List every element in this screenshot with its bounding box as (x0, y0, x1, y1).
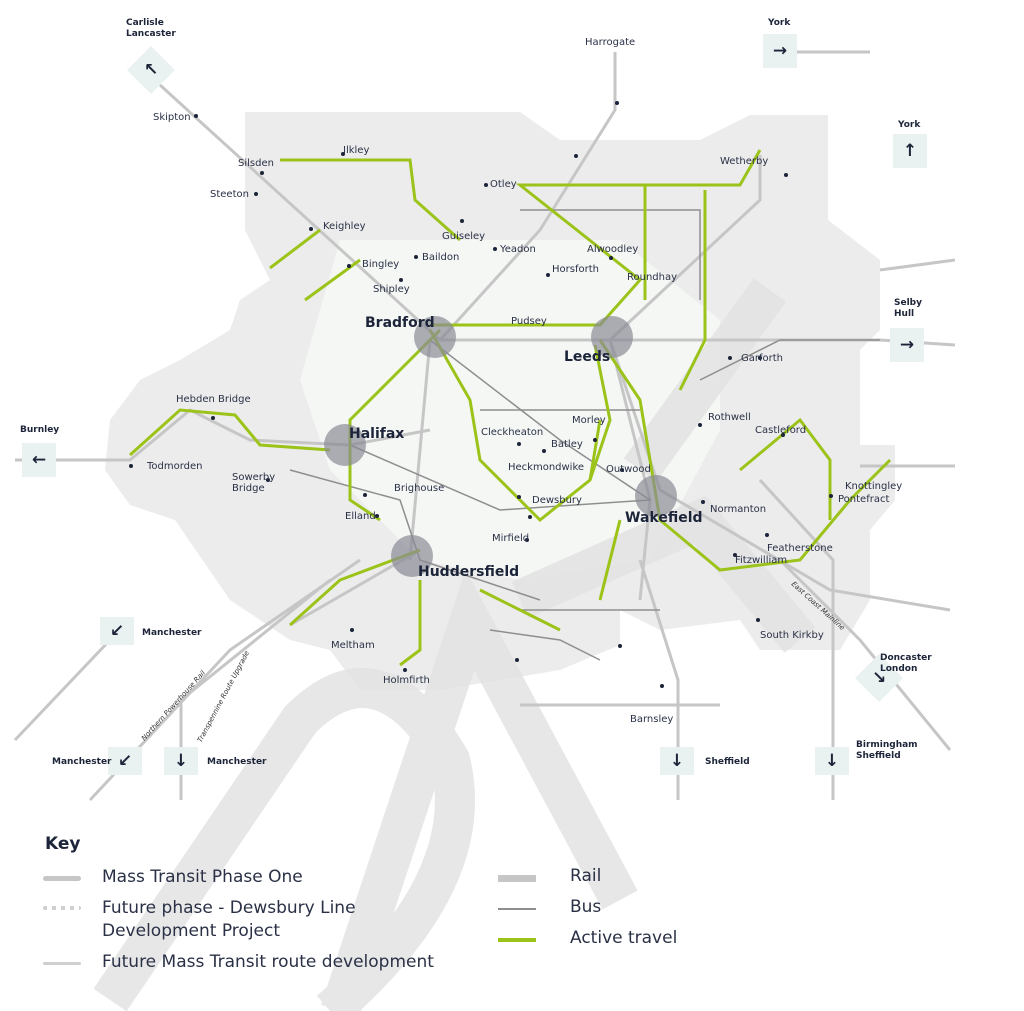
place-label: Featherstone (767, 543, 833, 554)
place-label: Horsforth (552, 264, 599, 275)
place-label: Garforth (741, 353, 783, 364)
place-label: Holmfirth (383, 675, 430, 686)
direction-label: York (898, 120, 921, 130)
place-label: Elland (345, 511, 376, 522)
key-item: Mass Transit Phase One (102, 867, 303, 887)
direction-label: York (768, 18, 791, 28)
place-label: Roundhay (627, 272, 678, 283)
arrow-down-icon: ↓ (815, 747, 849, 775)
place-label: Guiseley (442, 231, 486, 242)
place-label: Steeton (210, 189, 249, 200)
place-label: Alwoodley (587, 244, 639, 255)
place-label: Keighley (323, 221, 366, 232)
arrow-down-icon: ↓ (164, 747, 198, 775)
arrow-down-icon: ↓ (660, 747, 694, 775)
hub-label-bradford: Bradford (365, 315, 435, 331)
key-swatch-future (43, 962, 81, 965)
direction-label: Manchester (142, 628, 202, 638)
arrow-right-icon: → (763, 34, 797, 68)
key-swatch-dewsbury (43, 906, 81, 910)
direction-label: Burnley (20, 425, 60, 435)
place-label: Otley (490, 179, 517, 190)
hub-markers (324, 316, 677, 577)
key-swatch-phase-one (43, 876, 81, 881)
place-label: Knottingley (845, 481, 903, 492)
key-swatch-rail (498, 875, 536, 882)
hub-label-halifax: Halifax (349, 426, 405, 442)
place-label: Todmorden (147, 461, 203, 472)
hub-label-huddersfield: Huddersfield (418, 564, 520, 580)
place-label: Hebden Bridge (176, 394, 251, 405)
direction-label: Manchester (207, 757, 267, 767)
arrow-left-icon: ← (22, 443, 56, 477)
place-label: Heckmondwike (508, 462, 585, 473)
key-item: Future phase - Dewsbury Line Development… (102, 898, 356, 941)
direction-label: Sheffield (705, 757, 750, 767)
key-item: Active travel (570, 928, 678, 948)
place-label: Baildon (422, 252, 460, 263)
place-label: Barnsley (630, 714, 674, 725)
place-label: Pontefract (838, 494, 890, 505)
place-label: Morley (572, 415, 606, 426)
key-item: Future Mass Transit route development (102, 952, 434, 972)
place-label: Sowerby Bridge (232, 472, 276, 494)
key-item: Rail (570, 866, 602, 886)
place-label: Shipley (373, 284, 410, 295)
arrow-down-left-icon: ↙ (108, 747, 142, 775)
arrow-down-left-icon: ↙ (100, 617, 134, 645)
key-swatch-bus (498, 908, 536, 910)
arrow-up-icon: ↑ (893, 134, 927, 168)
direction-label: Carlisle Lancaster (126, 18, 176, 39)
station-dots (129, 101, 833, 688)
hub-label-wakefield: Wakefield (625, 510, 703, 526)
direction-label: Doncaster London (880, 653, 932, 674)
place-label: Yeadon (500, 244, 536, 255)
place-label: Harrogate (585, 37, 636, 48)
place-label: Brighouse (394, 483, 445, 494)
place-label: Meltham (331, 640, 375, 651)
key-item: Bus (570, 897, 602, 917)
direction-label: Birmingham Sheffield (856, 740, 918, 761)
key-title: Key (45, 834, 81, 854)
bus-lines (289, 209, 880, 661)
place-label: Fitzwilliam (735, 555, 788, 566)
key-swatch-active-travel (498, 938, 536, 942)
place-label: Batley (551, 439, 583, 450)
place-label: Ilkley (343, 145, 370, 156)
direction-label: Manchester (52, 757, 112, 767)
place-label: South Kirkby (760, 630, 824, 641)
place-label: Cleckheaton (481, 427, 544, 438)
direction-label: Selby Hull (894, 298, 922, 319)
place-label: Outwood (606, 464, 651, 475)
place-label: Normanton (710, 504, 767, 515)
place-label: Bingley (362, 259, 400, 270)
place-label: Silsden (238, 158, 274, 169)
place-label: Dewsbury (532, 495, 582, 506)
place-label: Skipton (153, 112, 191, 123)
place-label: Pudsey (511, 316, 547, 327)
draft-watermark (93, 278, 816, 1011)
arrow-right-icon: → (890, 328, 924, 362)
place-label: Castleford (755, 425, 807, 436)
place-label: Wetherby (720, 156, 769, 167)
hub-label-leeds: Leeds (564, 349, 611, 365)
place-label: Mirfield (492, 533, 530, 544)
place-label: Rothwell (708, 412, 751, 423)
